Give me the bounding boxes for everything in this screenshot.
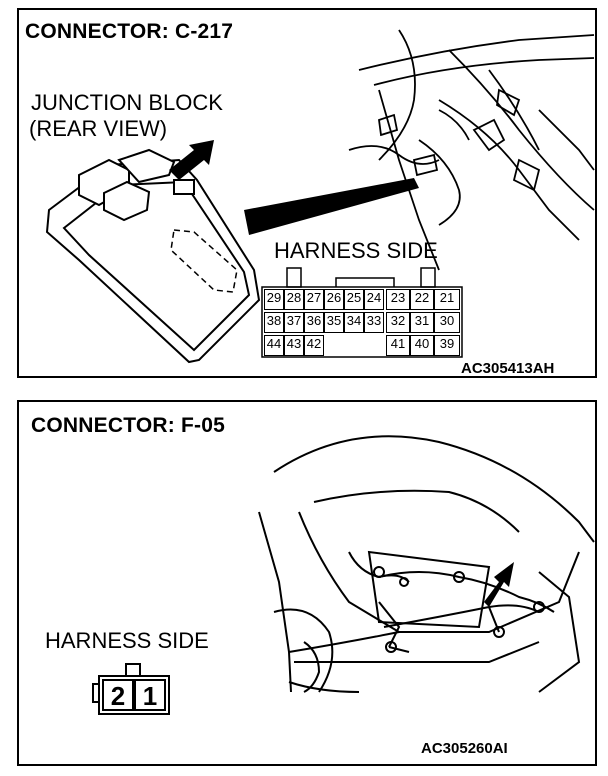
connector-outline — [261, 267, 463, 358]
harness-side-label: HARNESS SIDE — [274, 238, 438, 263]
panel-title: CONNECTOR: F-05 — [31, 414, 225, 437]
pin: 33 — [364, 312, 384, 333]
pin: 27 — [304, 289, 324, 310]
pin: 44 — [264, 335, 284, 356]
pin: 28 — [284, 289, 304, 310]
figure-code: AC305413AH — [461, 360, 555, 377]
connector-f05-panel: CONNECTOR: F-05 — [17, 400, 597, 766]
junction-block-drawing — [45, 29, 595, 364]
pin: 25 — [344, 289, 364, 310]
pin: 30 — [434, 312, 460, 333]
pin: 2 — [102, 679, 134, 711]
pin: 37 — [284, 312, 304, 333]
figure-code: AC305260AI — [421, 740, 508, 757]
pin: 38 — [264, 312, 284, 333]
panel-title: CONNECTOR: C-217 — [25, 20, 234, 43]
vehicle-rear-drawing — [92, 435, 595, 715]
harness-wiring — [348, 551, 555, 653]
pin: 32 — [386, 312, 410, 333]
pin: 26 — [324, 289, 344, 310]
car-rear-illustration — [258, 435, 595, 693]
pin: 41 — [386, 335, 410, 356]
junction-block-illustration — [45, 148, 261, 364]
pin: 42 — [304, 335, 324, 356]
pin: 23 — [386, 289, 410, 310]
pin: 1 — [134, 679, 166, 711]
rear-view-label: (REAR VIEW) — [29, 116, 168, 141]
pin: 22 — [410, 289, 434, 310]
f05-connector-outline — [92, 663, 170, 715]
pin: 21 — [434, 289, 460, 310]
pin: 39 — [434, 335, 460, 356]
arrow-icon — [484, 562, 514, 607]
dashboard-illustration — [348, 29, 595, 271]
pin: 43 — [284, 335, 304, 356]
pin: 36 — [304, 312, 324, 333]
pin: 34 — [344, 312, 364, 333]
pin: 35 — [324, 312, 344, 333]
junction-block-label: JUNCTION BLOCK — [31, 90, 223, 115]
pin: 31 — [410, 312, 434, 333]
pin: 40 — [410, 335, 434, 356]
connector-c217-panel: CONNECTOR: C-217 JUNCTION BLOCK (REAR VI… — [17, 8, 597, 378]
pin: 29 — [264, 289, 284, 310]
pin: 24 — [364, 289, 384, 310]
arrow-icon — [169, 140, 214, 180]
harness-side-label: HARNESS SIDE — [45, 628, 209, 653]
pointer-wedge — [244, 178, 419, 235]
